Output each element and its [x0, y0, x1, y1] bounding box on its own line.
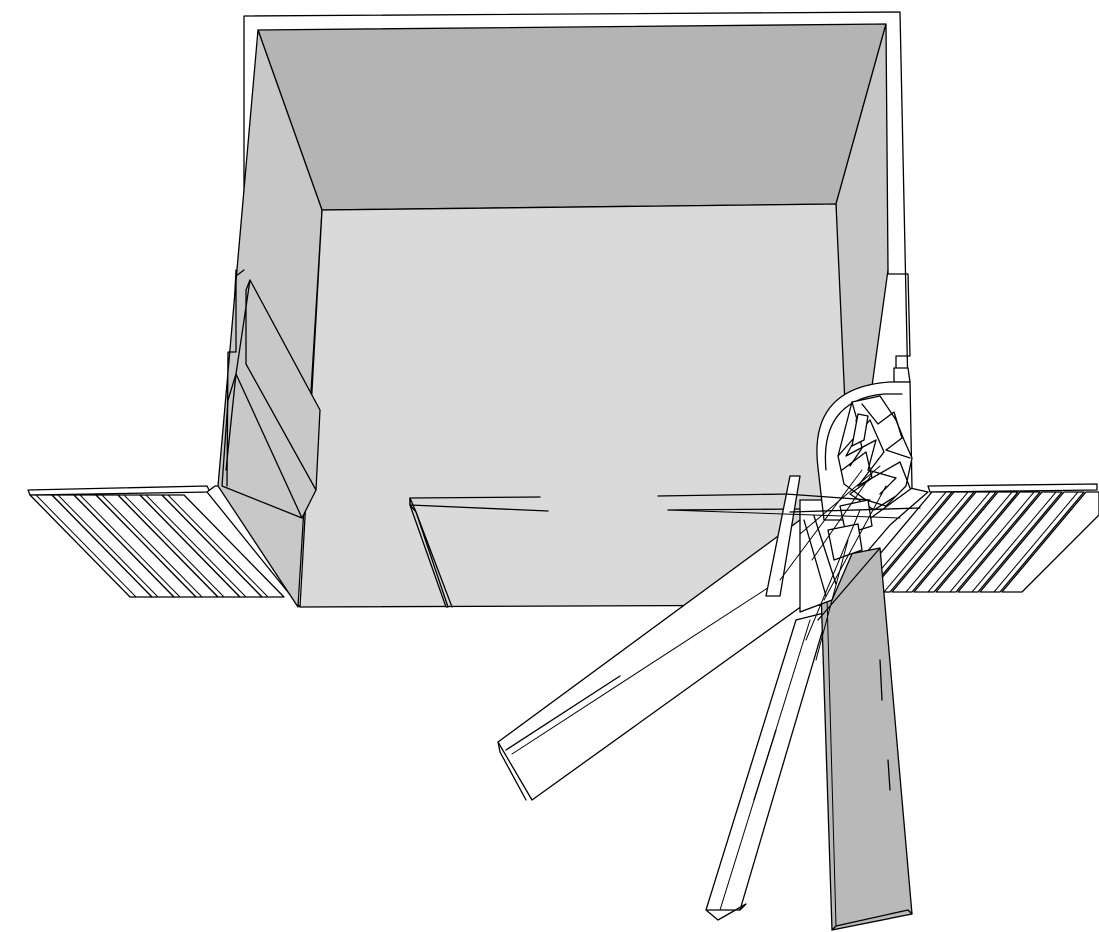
back-wall: [258, 24, 886, 210]
hinge-mechanism: [668, 382, 920, 660]
left-fence: [28, 486, 284, 597]
right-fence: [848, 484, 1099, 592]
floor-threshold: [410, 494, 800, 607]
left-door-jamb: [222, 270, 320, 518]
right-door-jamb: [888, 270, 910, 382]
